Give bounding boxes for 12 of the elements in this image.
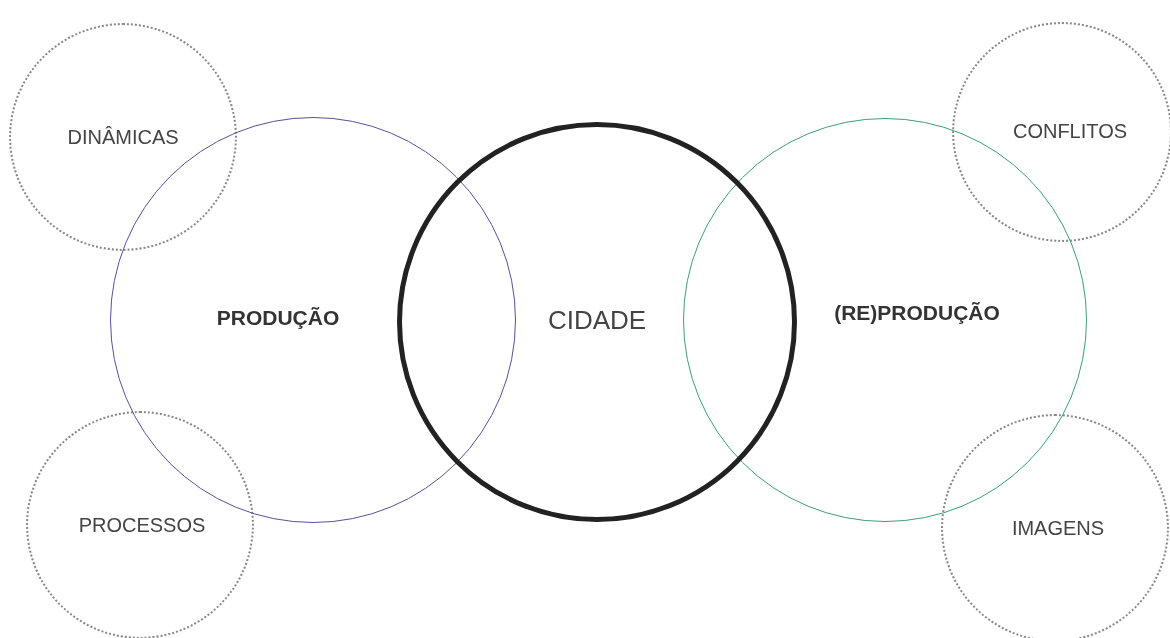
circle-label: CIDADE bbox=[547, 304, 647, 336]
circle-label: (RE)PRODUÇÃO bbox=[834, 301, 1000, 325]
circle-label: CONFLITOS bbox=[1012, 119, 1128, 143]
circle-label: PROCESSOS bbox=[78, 513, 206, 537]
dotted-circle bbox=[9, 23, 237, 251]
venn-circle bbox=[397, 122, 797, 522]
circle-label: PRODUÇÃO bbox=[216, 306, 340, 330]
circle-label: DINÂMICAS bbox=[67, 125, 179, 149]
circle-label: IMAGENS bbox=[1011, 516, 1105, 540]
dotted-circle bbox=[26, 411, 254, 638]
dotted-circle bbox=[941, 414, 1169, 638]
dotted-circle bbox=[952, 22, 1170, 242]
